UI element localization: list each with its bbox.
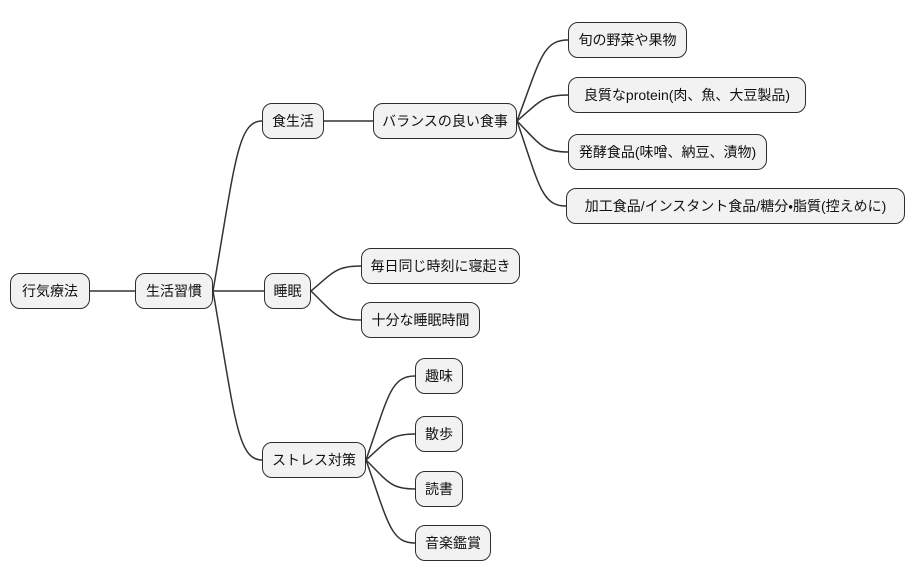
edge-balanced-fermented — [516, 120, 569, 153]
node-music-appreciation: 音楽鑑賞 — [415, 525, 491, 561]
edge-balanced-protein — [516, 94, 569, 122]
edge-lifestyle-stress — [212, 290, 263, 461]
edge-balanced-seasonal — [516, 39, 569, 122]
node-reading: 読書 — [415, 471, 463, 507]
edge-stress-music — [365, 459, 416, 544]
node-fermented-foods: 発酵食品(味噌、納豆、漬物) — [568, 134, 767, 170]
node-diet: 食生活 — [262, 103, 324, 139]
node-quality-protein: 良質なprotein(肉、魚、大豆製品) — [568, 77, 806, 113]
edge-stress-reading — [365, 459, 416, 490]
edge-lifestyle-diet — [212, 120, 263, 292]
node-balanced-meal: バランスの良い食事 — [373, 103, 517, 139]
node-sleep: 睡眠 — [264, 273, 311, 309]
node-root: 行気療法 — [10, 273, 90, 309]
node-sufficient-sleep: 十分な睡眠時間 — [361, 302, 480, 338]
node-regular-wake-time: 毎日同じ時刻に寝起き — [361, 248, 520, 284]
edge-stress-walk — [365, 433, 416, 461]
node-processed-foods: 加工食品/インスタント食品/糖分・脂質(控えめに) — [566, 188, 905, 224]
edge-sleep-sufficient — [310, 290, 362, 321]
node-stress-care: ストレス対策 — [262, 442, 366, 478]
edge-balanced-processed — [516, 120, 567, 207]
node-lifestyle: 生活習慣 — [135, 273, 213, 309]
edge-sleep-regular-wake — [310, 265, 362, 292]
edge-stress-hobby — [365, 375, 416, 461]
node-hobby: 趣味 — [415, 358, 463, 394]
node-walk: 散歩 — [415, 416, 463, 452]
node-seasonal-vegetables: 旬の野菜や果物 — [568, 22, 687, 58]
